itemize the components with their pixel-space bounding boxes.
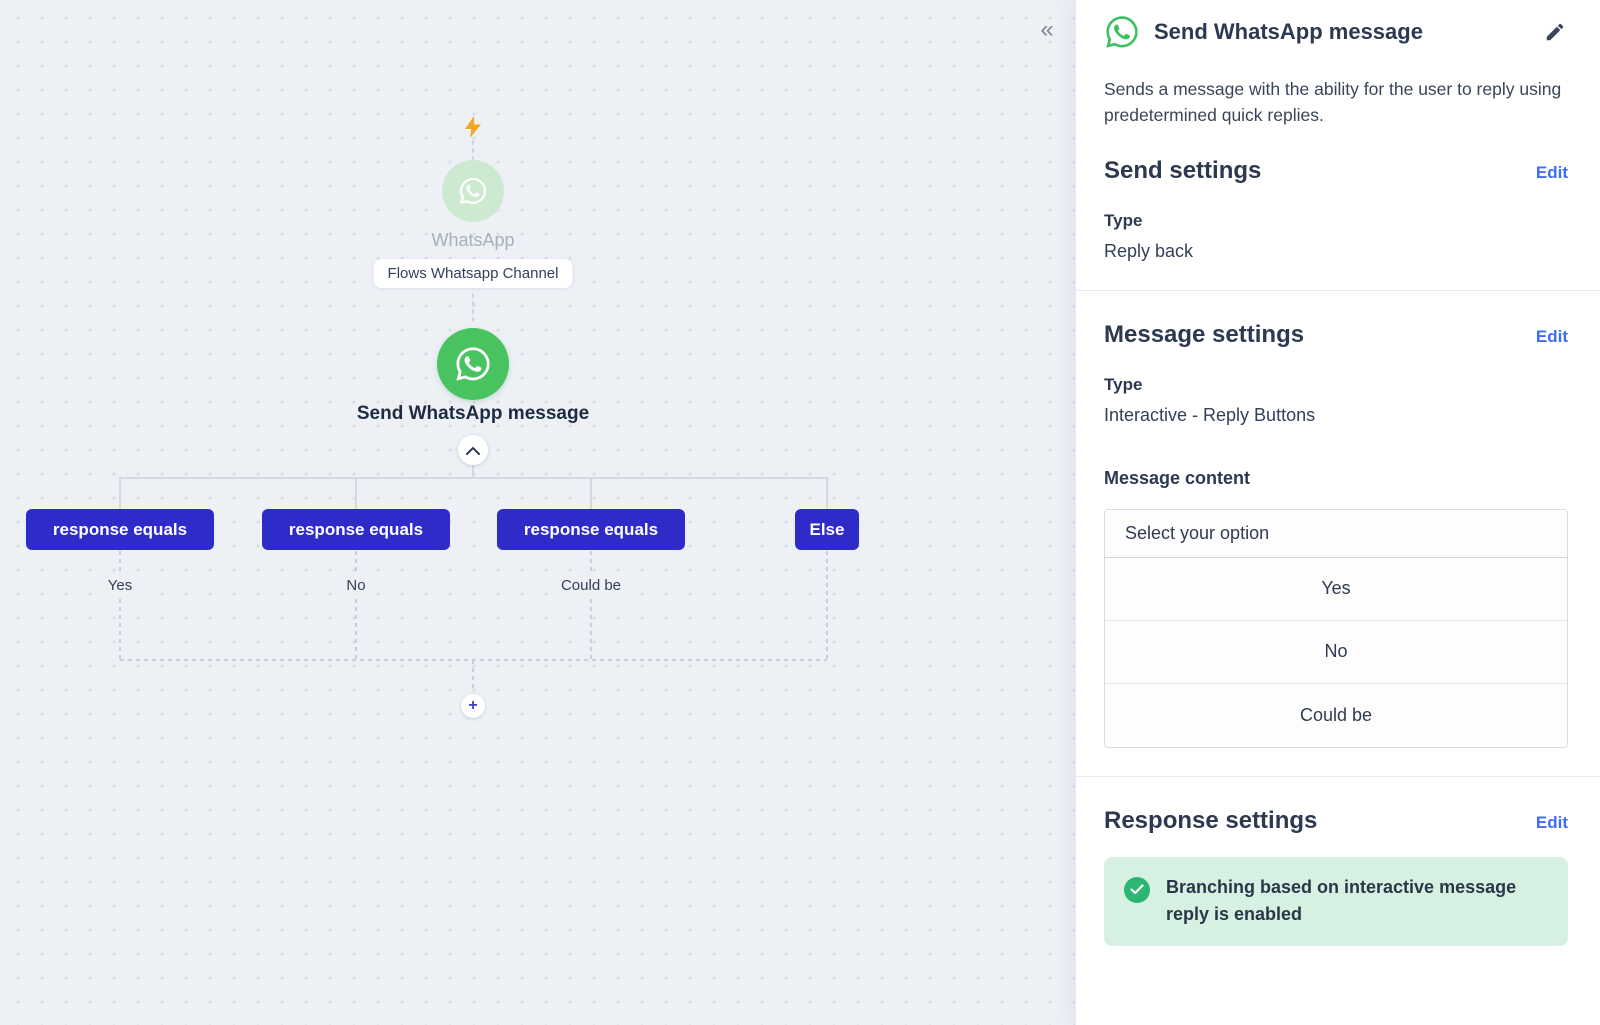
trigger-channel-badge: Flows Whatsapp Channel xyxy=(373,259,573,288)
panel-title: Send WhatsApp message xyxy=(1154,19,1423,44)
reply-option[interactable]: No xyxy=(1105,621,1567,684)
message-type-label: Type xyxy=(1104,374,1143,394)
whatsapp-icon xyxy=(454,345,492,383)
collapse-branches-button[interactable] xyxy=(458,435,488,465)
branch-value: Yes xyxy=(97,574,143,597)
action-node-label: Send WhatsApp message xyxy=(356,403,590,424)
trigger-label: WhatsApp xyxy=(431,230,515,250)
reply-option[interactable]: Yes xyxy=(1105,558,1567,621)
pencil-icon xyxy=(1546,23,1564,41)
section-title: Response settings xyxy=(1104,806,1318,834)
double-chevron-left-icon: « xyxy=(1040,16,1054,43)
response-settings-edit-link[interactable]: Edit xyxy=(1535,812,1568,832)
branch-pill[interactable]: response equals xyxy=(26,509,214,550)
send-settings-header: Send settings Edit xyxy=(1104,157,1568,185)
message-content-label: Message content xyxy=(1104,467,1251,488)
chevron-up-icon xyxy=(466,446,480,455)
message-type-value: Interactive - Reply Buttons xyxy=(1104,404,1316,425)
message-settings-edit-link[interactable]: Edit xyxy=(1535,326,1568,346)
trigger-node[interactable] xyxy=(442,160,504,222)
message-settings-header: Message settings Edit xyxy=(1104,321,1568,349)
message-preview-box: Select your option Yes No Could be xyxy=(1104,508,1568,748)
panel-header: Send WhatsApp message xyxy=(1104,14,1568,50)
send-settings-edit-link[interactable]: Edit xyxy=(1535,162,1568,182)
collapse-panel-button[interactable]: « xyxy=(1031,14,1063,46)
branching-enabled-banner: Branching based on interactive message r… xyxy=(1104,856,1568,947)
divider xyxy=(1076,775,1600,777)
action-node[interactable] xyxy=(437,328,509,400)
send-type-label: Type xyxy=(1104,210,1143,230)
response-settings-header: Response settings Edit xyxy=(1104,807,1568,835)
panel-description: Sends a message with the ability for the… xyxy=(1104,79,1562,126)
flow-canvas[interactable]: « WhatsApp Flows Whatsapp Channel Send W… xyxy=(0,0,1075,1025)
branch-value: No xyxy=(336,574,376,597)
branch-pill-else[interactable]: Else xyxy=(795,509,859,550)
select-option-header[interactable]: Select your option xyxy=(1105,510,1567,558)
add-step-button[interactable]: + xyxy=(461,694,485,718)
plus-icon: + xyxy=(468,697,478,714)
branch-value: Could be xyxy=(550,574,632,597)
details-panel: Send WhatsApp message Sends a message wi… xyxy=(1075,0,1600,1025)
divider xyxy=(1076,289,1600,291)
trigger-bolt-icon xyxy=(465,116,481,138)
edit-title-button[interactable] xyxy=(1542,19,1568,45)
branch-pill[interactable]: response equals xyxy=(497,509,685,550)
section-title: Send settings xyxy=(1104,156,1262,184)
banner-text: Branching based on interactive message r… xyxy=(1166,876,1517,925)
whatsapp-icon xyxy=(1104,14,1140,50)
send-type-value: Reply back xyxy=(1104,240,1194,261)
section-title: Message settings xyxy=(1104,320,1305,348)
flow-connectors xyxy=(119,140,828,692)
check-circle-icon xyxy=(1124,876,1150,903)
whatsapp-icon xyxy=(458,176,488,206)
reply-option[interactable]: Could be xyxy=(1299,704,1373,725)
branch-pill[interactable]: response equals xyxy=(262,509,450,550)
